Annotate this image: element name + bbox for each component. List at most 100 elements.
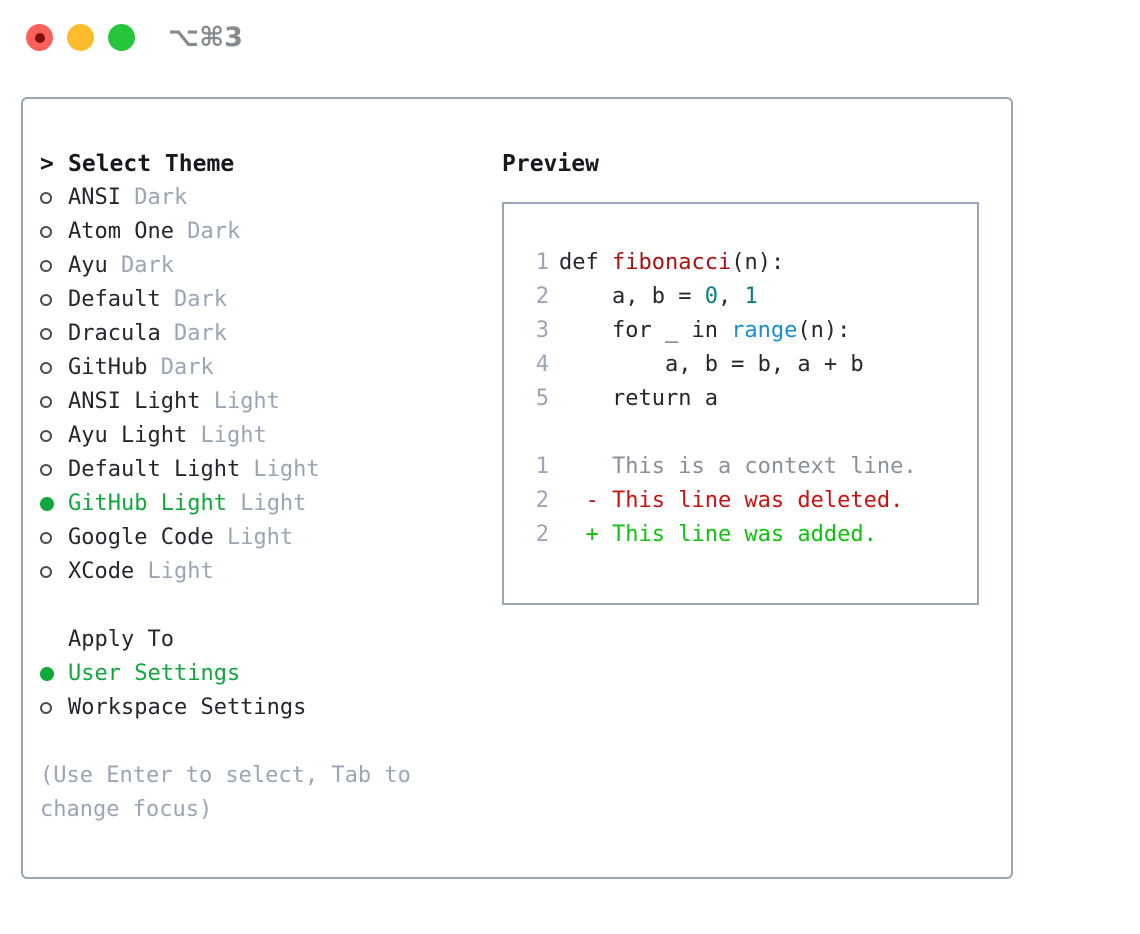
theme-option-kind: Light	[187, 423, 267, 448]
apply-to-option-label: User Settings	[68, 661, 241, 686]
radio-unselected-icon	[40, 385, 68, 419]
code-line-number: 2	[535, 284, 549, 309]
theme-option-ansi[interactable]: ANSI Dark	[40, 181, 490, 215]
radio-glyph	[40, 328, 52, 340]
theme-option-label: Google Code	[68, 525, 214, 550]
theme-option-label: GitHub Light	[68, 491, 227, 516]
theme-option-github-light[interactable]: GitHub Light Light	[40, 487, 490, 521]
theme-option-label: Ayu	[68, 253, 108, 278]
diff-line-ctx: 1 This is a context line.	[523, 450, 967, 484]
theme-option-kind: Dark	[107, 253, 174, 278]
code-token-plain: (n):	[797, 318, 851, 343]
apply-to-option-user-settings[interactable]: User Settings	[40, 657, 490, 691]
code-token-num: 0	[704, 284, 718, 309]
code-token-plain: a, b =	[559, 284, 705, 309]
theme-option-google-code[interactable]: Google Code Light	[40, 521, 490, 555]
diff-block: 1 This is a context line.2 - This line w…	[523, 450, 967, 552]
apply-to-option-label: Workspace Settings	[68, 695, 307, 720]
code-line-text: a, b = b, a + b	[559, 348, 864, 382]
theme-option-github[interactable]: GitHub Dark	[40, 351, 490, 385]
code-line-text: for _ in range(n):	[559, 314, 850, 348]
code-line-text: a, b = 0, 1	[559, 280, 758, 314]
theme-option-default[interactable]: Default Dark	[40, 283, 490, 317]
radio-glyph	[40, 362, 52, 374]
code-token-fn: fibonacci	[611, 250, 732, 275]
diff-line-number: 1	[535, 454, 549, 479]
code-line: 3 for _ in range(n):	[523, 314, 967, 348]
radio-unselected-icon	[40, 181, 68, 215]
theme-option-ayu-light[interactable]: Ayu Light Light	[40, 419, 490, 453]
radio-glyph	[40, 226, 52, 238]
code-line: 5 return a	[523, 382, 967, 416]
preview-title: Preview	[502, 151, 599, 177]
minimize-button[interactable]	[67, 24, 94, 51]
diff-line-number: 2	[535, 488, 549, 513]
radio-selected-icon	[40, 657, 68, 691]
code-token-plain: for _ in	[559, 318, 732, 343]
code-line-text: return a	[559, 382, 718, 416]
theme-option-xcode[interactable]: XCode Light	[40, 555, 490, 589]
theme-option-kind: Dark	[147, 355, 214, 380]
theme-option-kind: Dark	[160, 321, 227, 346]
code-token-plain: (n):	[731, 250, 785, 275]
theme-option-label: Default Light	[68, 457, 241, 482]
theme-option-dracula[interactable]: Dracula Dark	[40, 317, 490, 351]
radio-unselected-icon	[40, 521, 68, 555]
code-line-text: def fibonacci(n):	[559, 246, 784, 280]
theme-option-label: ANSI	[68, 185, 121, 210]
diff-line-text: + This line was added.	[559, 522, 877, 547]
radio-unselected-icon	[40, 453, 68, 487]
radio-glyph	[40, 532, 52, 544]
code-token-plain: return a	[559, 386, 718, 411]
theme-option-kind: Dark	[173, 219, 241, 244]
radio-unselected-icon	[40, 419, 68, 453]
apply-to-title: Apply To	[68, 627, 174, 652]
apply-to-option-workspace-settings[interactable]: Workspace Settings	[40, 691, 490, 725]
theme-option-kind: Light	[240, 457, 320, 482]
close-button[interactable]	[26, 24, 53, 51]
maximize-button[interactable]	[108, 24, 135, 51]
radio-glyph	[40, 702, 52, 714]
radio-unselected-icon	[40, 317, 68, 351]
theme-option-kind: Light	[200, 389, 280, 414]
traffic-light-buttons	[26, 24, 135, 51]
code-token-call: range	[731, 318, 798, 343]
radio-glyph	[40, 667, 54, 681]
theme-option-kind: Dark	[160, 287, 227, 312]
code-line: 2 a, b = 0, 1	[523, 280, 967, 314]
select-theme-header: > Select Theme	[40, 147, 490, 181]
radio-glyph	[40, 566, 52, 578]
radio-unselected-icon	[40, 283, 68, 317]
select-theme-title: Select Theme	[68, 151, 235, 177]
theme-option-kind: Dark	[120, 185, 188, 210]
radio-selected-icon	[40, 487, 68, 521]
radio-glyph	[40, 260, 52, 272]
code-token-num: 1	[744, 284, 758, 309]
keyboard-hint: (Use Enter to select, Tab to change focu…	[40, 763, 425, 822]
theme-option-ayu[interactable]: Ayu Dark	[40, 249, 490, 283]
theme-option-label: ANSI Light	[68, 389, 201, 414]
code-line-number: 5	[535, 386, 549, 411]
radio-unselected-icon	[40, 215, 68, 249]
window-title: ⌥⌘3	[168, 22, 243, 53]
theme-option-label: GitHub	[68, 355, 148, 380]
code-line: 1 def fibonacci(n):	[523, 246, 967, 280]
code-line-number: 1	[535, 250, 549, 275]
theme-option-label: XCode	[68, 559, 135, 584]
code-token-plain: a, b = b, a + b	[559, 352, 864, 377]
radio-unselected-icon	[40, 555, 68, 589]
radio-glyph	[40, 192, 52, 204]
diff-line-number: 2	[535, 522, 549, 547]
theme-option-atom-one[interactable]: Atom One Dark	[40, 215, 490, 249]
theme-option-default-light[interactable]: Default Light Light	[40, 453, 490, 487]
theme-option-label: Ayu Light	[68, 423, 188, 448]
code-line-number: 4	[535, 352, 549, 377]
title-bar: ⌥⌘3	[0, 0, 1140, 76]
theme-option-ansi-light[interactable]: ANSI Light Light	[40, 385, 490, 419]
